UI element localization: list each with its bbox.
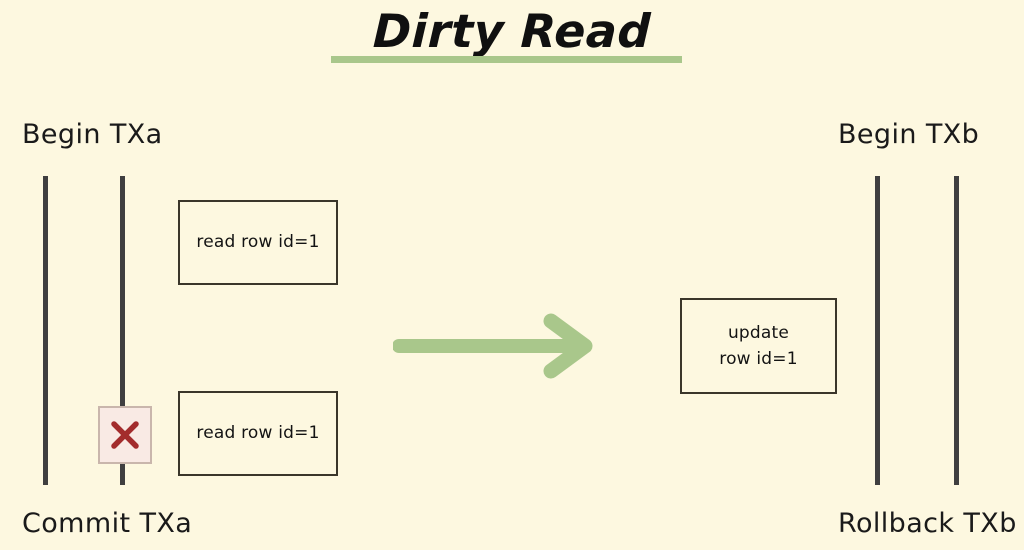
page-title-text: Dirty Read [372,4,652,58]
label-commit-txa: Commit TXa [22,508,193,539]
timeline-txb-right [954,176,959,485]
box-read-row-first-text: read row id=1 [196,232,320,253]
box-read-row-second-text: read row id=1 [196,423,320,444]
title-underline [331,56,682,63]
timeline-txb-left [875,176,880,485]
right-arrow-icon [393,313,603,379]
label-rollback-txb: Rollback TXb [838,508,1017,539]
x-mark-icon [108,418,142,452]
box-update-row: update row id=1 [680,298,837,394]
timeline-txa-right [120,176,125,485]
label-begin-txb: Begin TXb [838,119,980,150]
abort-marker [98,406,152,464]
box-read-row-first: read row id=1 [178,200,338,285]
box-read-row-second: read row id=1 [178,391,338,476]
timeline-txa-left [43,176,48,485]
page-title: Dirty Read [0,2,1024,60]
box-update-row-text: update row id=1 [719,322,798,369]
label-begin-txa: Begin TXa [22,119,163,150]
